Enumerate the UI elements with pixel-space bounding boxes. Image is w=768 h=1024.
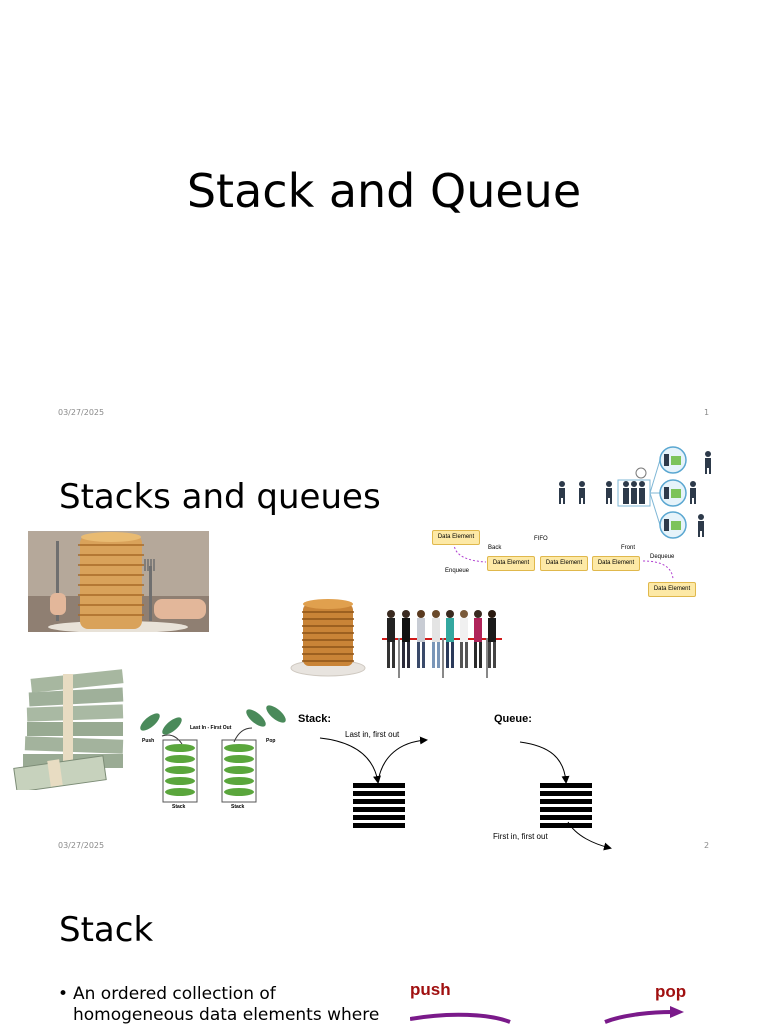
slide-title: Stacks and queues bbox=[59, 477, 381, 517]
stack-lifo-graphic bbox=[319, 736, 428, 828]
slide-date: 03/27/2025 bbox=[58, 841, 105, 850]
slide-2: Stacks and queues bbox=[0, 432, 768, 866]
slide-3: Stack An ordered collection of homogeneo… bbox=[0, 866, 768, 1024]
queue-arrows bbox=[453, 542, 674, 580]
data-element-box: Data Element bbox=[540, 556, 588, 571]
lifo-diagram-graphics bbox=[140, 705, 286, 803]
data-element-box: Data Element bbox=[648, 582, 696, 597]
slide-title: Stack bbox=[59, 910, 154, 950]
data-element-box: Data Element bbox=[487, 556, 535, 571]
push-pop-arrows bbox=[410, 1006, 684, 1024]
stack-lifo-figure: Stack: Last in, first out bbox=[296, 710, 436, 830]
queue-people-diagram bbox=[559, 446, 711, 539]
money-stack-photo bbox=[13, 669, 124, 790]
slide-date: 03/27/2025 bbox=[58, 408, 105, 417]
slide-title: Stack and Queue bbox=[186, 164, 582, 218]
slide-number: 2 bbox=[704, 841, 710, 850]
stack-label: Stack bbox=[172, 804, 186, 810]
pop-label: Pop bbox=[266, 738, 276, 744]
back-label: Back bbox=[488, 545, 502, 551]
lifo-header: Last In - First Out bbox=[190, 725, 232, 731]
push-label: push bbox=[410, 980, 451, 999]
stack-figure-caption: Last in, first out bbox=[345, 730, 400, 739]
bullet-item: An ordered collection of homogeneous dat… bbox=[58, 984, 388, 1024]
lifo-stack-diagram: Last In - First Out Push Pop Stack Stack bbox=[138, 698, 288, 814]
queue-fifo-figure: Queue: First in, first out bbox=[490, 710, 620, 855]
queue-fifo-graphic bbox=[519, 741, 612, 851]
front-label: Front bbox=[621, 545, 636, 551]
pancake-stack-photo bbox=[28, 531, 209, 632]
queue-figure-caption: First in, first out bbox=[493, 832, 548, 841]
push-label: Push bbox=[142, 738, 155, 744]
dequeue-label: Dequeue bbox=[650, 554, 675, 560]
slide-number: 1 bbox=[704, 408, 710, 417]
bullet-list: An ordered collection of homogeneous dat… bbox=[58, 984, 388, 1024]
slide-1: Stack and Queue 03/27/2025 1 bbox=[0, 0, 768, 432]
fifo-label: FIFO bbox=[534, 536, 548, 542]
data-element-box: Data Element bbox=[432, 530, 480, 545]
people-queue-photo bbox=[382, 610, 502, 678]
queue-data-diagram: Data Element Data Element Data Element D… bbox=[430, 527, 698, 601]
pancake-plate-image bbox=[290, 599, 366, 677]
data-element-box: Data Element bbox=[592, 556, 640, 571]
stack-label: Stack bbox=[231, 804, 245, 810]
enqueue-label: Enqueue bbox=[445, 568, 470, 574]
stack-figure-title: Stack: bbox=[298, 713, 332, 725]
pop-label: pop bbox=[655, 982, 687, 1001]
queue-figure-title: Queue: bbox=[494, 713, 532, 725]
